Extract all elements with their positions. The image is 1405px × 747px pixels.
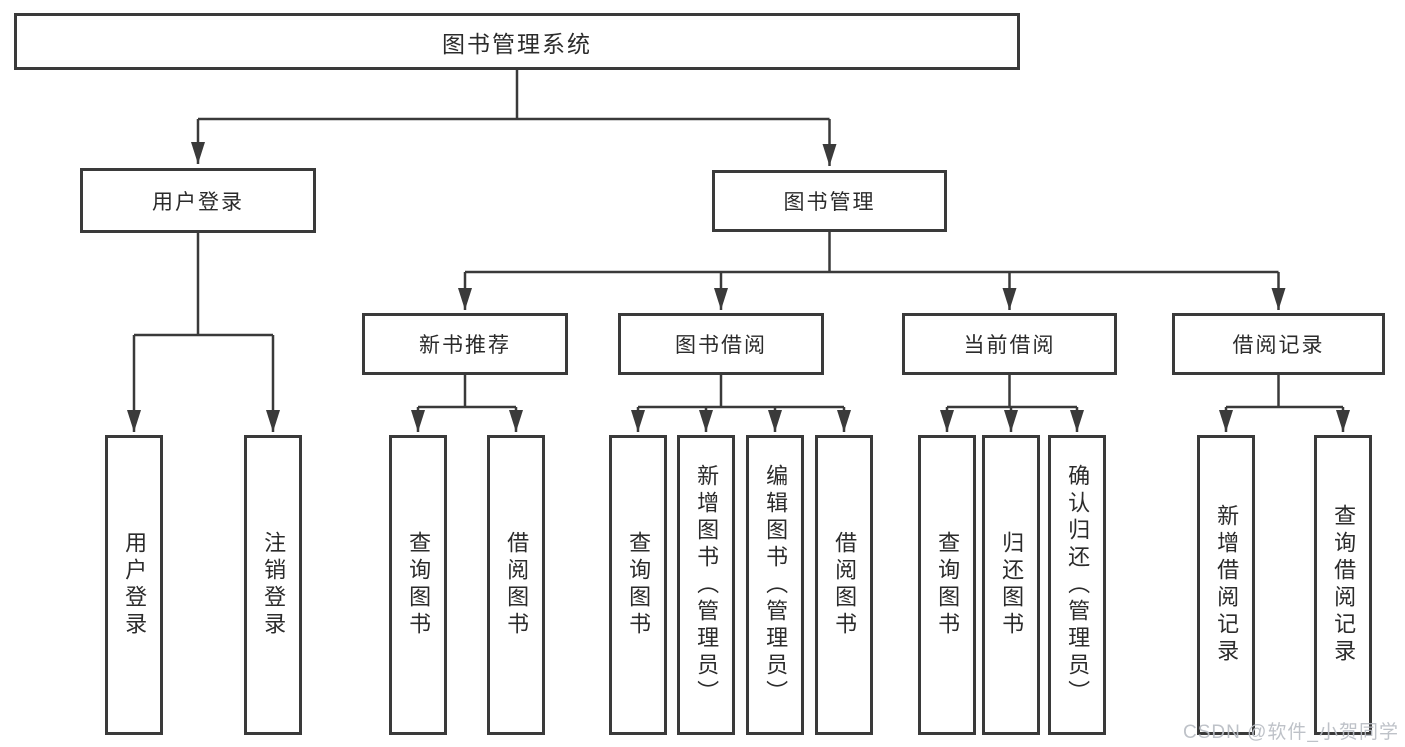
leaf-query-borrow-record: 查询借阅记录 — [1314, 435, 1372, 735]
leaf-user-login: 用户登录 — [105, 435, 163, 735]
leaf-return-books-label: 归还图书 — [999, 531, 1025, 639]
leaf-return-books: 归还图书 — [982, 435, 1040, 735]
leaf-add-borrow-record-label: 新增借阅记录 — [1214, 504, 1240, 666]
leaf-borrow-query-books-label: 查询图书 — [626, 531, 652, 639]
node-borrow-records-label: 借阅记录 — [1232, 334, 1325, 357]
leaf-query-borrow-record-label: 查询借阅记录 — [1331, 504, 1357, 666]
node-book-management: 图书管理 — [712, 170, 947, 232]
leaf-borrow-query-books: 查询图书 — [609, 435, 667, 735]
leaf-add-books-admin: 新增图书（管理员） — [677, 435, 735, 735]
connector-borrow-records-branch — [1219, 375, 1350, 432]
node-user-login-label: 用户登录 — [152, 190, 244, 214]
leaf-borrow-books-label: 借阅图书 — [832, 531, 858, 639]
node-book-management-label: 图书管理 — [783, 191, 876, 214]
node-root-system: 图书管理系统 — [14, 13, 1020, 70]
leaf-edit-books-admin-label: 编辑图书（管理员） — [763, 463, 789, 707]
connector-current-borrow-branch — [940, 375, 1084, 432]
node-new-book-recommend: 新书推荐 — [362, 313, 568, 375]
leaf-logout-label: 注销登录 — [261, 531, 287, 639]
leaf-current-query-books-label: 查询图书 — [935, 531, 961, 639]
connector-user-login-branch — [127, 233, 280, 432]
csdn-watermark: CSDN @软件_小贺同学 — [1183, 722, 1399, 743]
leaf-add-borrow-record: 新增借阅记录 — [1197, 435, 1255, 735]
node-new-book-recommend-label: 新书推荐 — [419, 334, 511, 357]
connector-book-management-branch — [458, 232, 1286, 310]
leaf-logout: 注销登录 — [244, 435, 302, 735]
leaf-confirm-return-admin: 确认归还（管理员） — [1048, 435, 1106, 735]
node-current-borrow-label: 当前借阅 — [963, 334, 1056, 357]
leaf-edit-books-admin: 编辑图书（管理员） — [746, 435, 804, 735]
leaf-recommend-query-books-label: 查询图书 — [406, 531, 432, 639]
leaf-recommend-borrow-books: 借阅图书 — [487, 435, 545, 735]
leaf-recommend-borrow-books-label: 借阅图书 — [504, 531, 530, 639]
node-current-borrow: 当前借阅 — [902, 313, 1117, 375]
leaf-add-books-admin-label: 新增图书（管理员） — [694, 463, 720, 707]
node-book-borrow-label: 图书借阅 — [675, 334, 767, 357]
leaf-borrow-books: 借阅图书 — [815, 435, 873, 735]
connector-root-to-level2 — [191, 70, 837, 166]
leaf-current-query-books: 查询图书 — [918, 435, 976, 735]
leaf-confirm-return-admin-label: 确认归还（管理员） — [1065, 463, 1091, 707]
leaf-user-login-label: 用户登录 — [122, 531, 148, 639]
connector-book-borrow-branch — [631, 375, 851, 432]
leaf-recommend-query-books: 查询图书 — [389, 435, 447, 735]
node-borrow-records: 借阅记录 — [1172, 313, 1385, 375]
node-book-borrow: 图书借阅 — [618, 313, 824, 375]
node-user-login: 用户登录 — [80, 168, 316, 233]
connector-new-book-recommend-branch — [411, 375, 523, 432]
node-root-system-label: 图书管理系统 — [442, 30, 592, 57]
